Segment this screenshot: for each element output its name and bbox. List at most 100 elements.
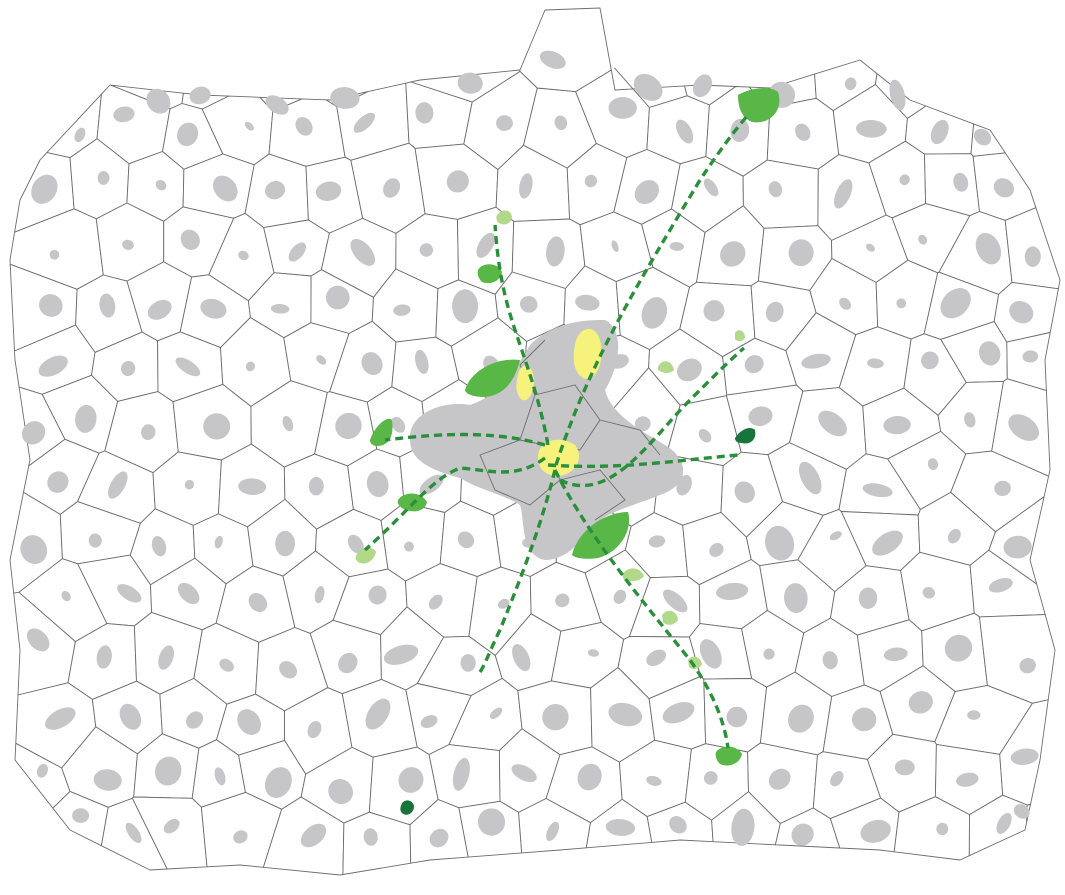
nucleus [26, 628, 50, 652]
nucleus [200, 298, 227, 319]
nucleus [634, 180, 659, 205]
nucleus [956, 772, 979, 787]
nucleus [429, 828, 449, 848]
nucleus [1013, 804, 1030, 819]
nucleus [452, 289, 479, 324]
nucleus [415, 102, 434, 124]
nucleus [716, 582, 749, 600]
nucleus [726, 706, 748, 728]
nucleus [96, 645, 112, 669]
nucleus [489, 707, 503, 719]
nucleus [967, 710, 981, 720]
nucleus [113, 106, 135, 123]
nucleus [858, 587, 878, 609]
nucleus [214, 535, 223, 549]
nucleus [270, 303, 290, 314]
nucleus [703, 771, 718, 785]
nucleus [512, 644, 531, 672]
nucleus [212, 175, 238, 202]
nucleus [788, 239, 814, 267]
nucleus [141, 424, 156, 441]
nucleus [238, 250, 249, 261]
route-to-bottom [478, 469, 557, 673]
nucleus [964, 412, 976, 428]
nucleus [233, 830, 248, 844]
nucleus [180, 229, 200, 250]
nucleus [391, 416, 406, 433]
nucleus [988, 578, 1013, 593]
nucleus [244, 121, 254, 131]
nucleus [646, 775, 662, 786]
nucleus [801, 353, 831, 369]
nucleus [555, 593, 570, 608]
nucleus [608, 97, 637, 119]
nucleus [860, 819, 891, 843]
nucleus [330, 87, 360, 109]
nucleus [921, 351, 939, 370]
nucleus [669, 242, 684, 251]
nucleus [457, 531, 475, 549]
nucleus [39, 294, 63, 317]
nucleus [918, 234, 928, 245]
green-marker-left-mass [465, 359, 520, 397]
nucleus [383, 178, 401, 198]
nucleus [699, 639, 722, 669]
nucleus [45, 707, 76, 730]
light-green-marker-lower-2 [662, 610, 678, 625]
nucleus [872, 530, 903, 556]
nucleus [383, 644, 419, 665]
nucleus [784, 583, 808, 614]
nucleus [922, 586, 936, 599]
nucleus [734, 481, 755, 503]
cell-outline [342, 811, 412, 875]
nucleus [420, 715, 438, 728]
nucleus [993, 178, 1015, 198]
nucleus [335, 412, 362, 439]
nucleus [368, 585, 387, 605]
nucleus [584, 174, 598, 188]
nucleus [49, 249, 60, 260]
nucleus [519, 173, 533, 199]
nucleus [953, 172, 969, 192]
nucleus [829, 531, 842, 541]
nucleus [978, 341, 1001, 366]
nucleus [288, 242, 306, 262]
route-to-bottom-right [553, 469, 730, 749]
nucleus [186, 711, 204, 729]
nucleus [496, 115, 513, 131]
nucleus [338, 652, 358, 674]
nucleus [347, 534, 364, 554]
nucleus [497, 598, 510, 609]
nucleus [203, 413, 231, 440]
nucleus [184, 479, 195, 490]
nucleus [546, 821, 560, 842]
nucleus [361, 352, 383, 375]
nucleus [365, 698, 391, 730]
nucleus [1003, 535, 1032, 559]
nucleus [577, 763, 602, 791]
nucleus [108, 471, 128, 499]
nucleus [1008, 414, 1040, 441]
nucleus [542, 703, 569, 731]
nucleus [731, 808, 755, 846]
nucleus [177, 122, 199, 147]
nucleus [676, 119, 694, 144]
nucleus [74, 127, 86, 143]
nucleus [613, 589, 627, 604]
nucleus [47, 471, 69, 493]
route-to-top-right [554, 113, 750, 466]
nucleus [546, 236, 565, 267]
nucleus [634, 416, 651, 432]
nucleus [88, 533, 102, 548]
nucleus [295, 117, 313, 136]
nucleus [641, 297, 668, 329]
inner-cell-outline [599, 419, 661, 456]
nucleus [519, 295, 538, 313]
nucleus [122, 239, 134, 250]
nucleus [265, 181, 286, 200]
nucleus [889, 79, 906, 111]
nucleus [61, 590, 71, 602]
nucleus [97, 170, 110, 185]
nucleus [927, 458, 939, 470]
nucleus [279, 661, 298, 679]
